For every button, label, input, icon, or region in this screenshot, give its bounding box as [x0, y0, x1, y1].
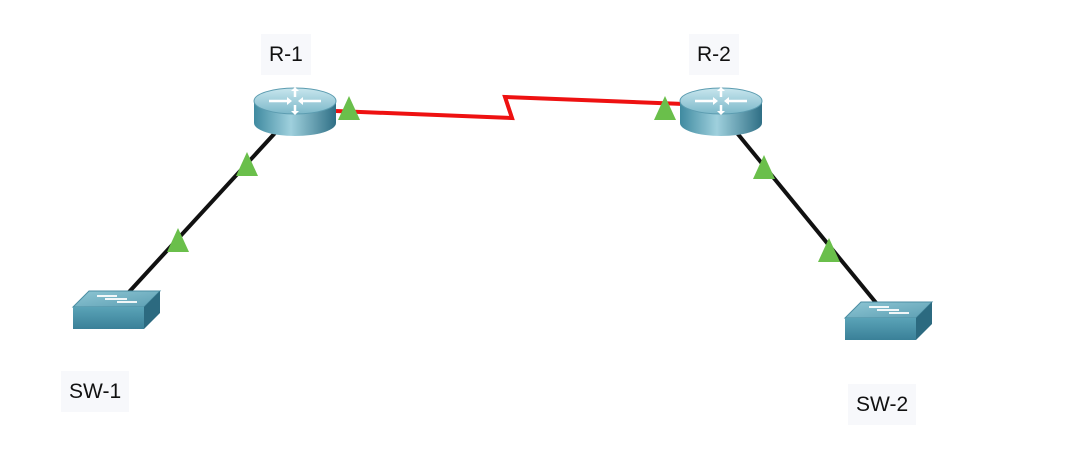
link-r2-sw2[interactable]	[735, 131, 879, 306]
router-icon	[253, 87, 337, 136]
link-up-indicator-icon	[654, 96, 676, 120]
switch-sw1[interactable]	[71, 290, 162, 329]
link-up-indicator-icon	[338, 96, 360, 120]
device-label-r1: R-1	[261, 34, 311, 75]
switch-icon	[843, 301, 934, 340]
link-r1-r2[interactable]	[335, 94, 685, 121]
link-up-indicator-icon	[167, 228, 189, 252]
link-up-indicator-icon	[236, 152, 258, 176]
switch-icon	[71, 290, 162, 329]
device-label-sw2: SW-2	[848, 384, 917, 425]
serial-link-line[interactable]	[335, 94, 685, 121]
ethernet-link-line[interactable]	[735, 131, 879, 306]
link-up-indicator-icon	[753, 155, 775, 179]
switch-sw2[interactable]	[843, 301, 934, 340]
router-icon	[679, 87, 763, 136]
link-up-indicator-icon	[818, 238, 840, 262]
ethernet-link-line[interactable]	[127, 131, 277, 294]
device-label-sw1: SW-1	[61, 371, 130, 412]
router-r1[interactable]	[253, 87, 337, 136]
link-r1-sw1[interactable]	[127, 131, 277, 294]
device-label-r2: R-2	[689, 34, 739, 75]
router-r2[interactable]	[679, 87, 763, 136]
